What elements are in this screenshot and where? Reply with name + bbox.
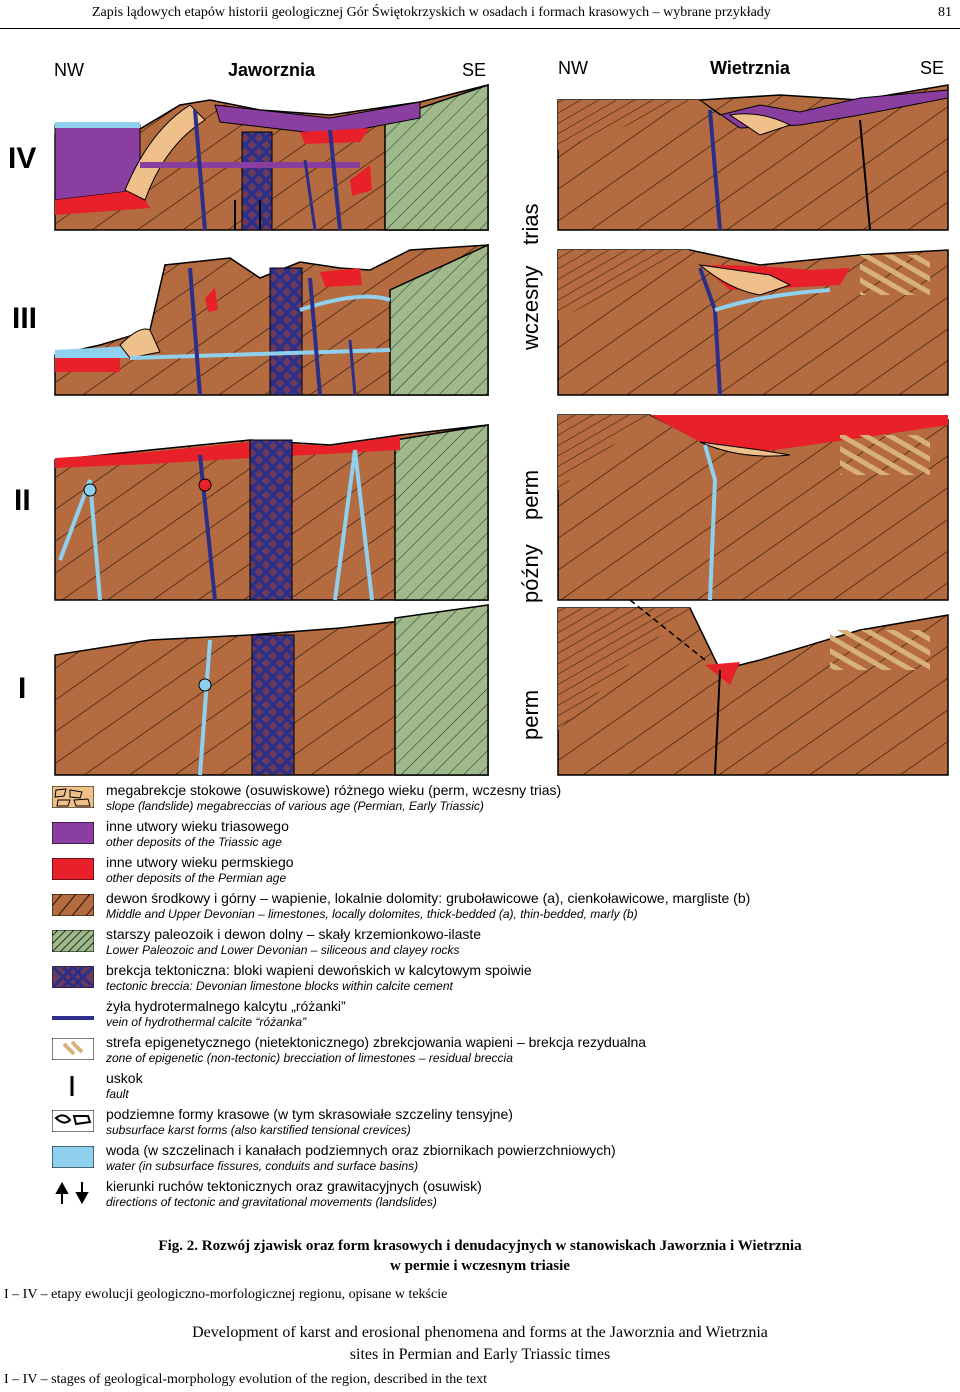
legend-label-en: subsurface karst forms (also karstified … [106, 1123, 411, 1137]
right-nw-label: NW [558, 58, 588, 78]
legend-label-en: other deposits of the Permian age [106, 871, 287, 885]
legend-label-pl: strefa epigenetycznego (nietektonicznego… [106, 1034, 647, 1050]
wietrznia-stage-ii [557, 414, 949, 601]
jaworznia-stage-i [54, 604, 489, 776]
right-site-header: NW Wietrznia SE [558, 58, 944, 78]
karst-forms-swatch [52, 1110, 94, 1132]
period-permian-label: perm [518, 690, 543, 740]
stage-label-ii: II [14, 484, 31, 517]
wietrznia-stage-iv [557, 84, 949, 231]
period-late-label: późny [518, 544, 543, 603]
caption-subnote-en: I – IV – stages of geological-morphology… [4, 1372, 488, 1387]
caption-line-1: Fig. 2. Rozwój zjawisk oraz form krasowy… [158, 1238, 802, 1254]
paleozoic-swatch [52, 930, 94, 952]
legend-label-en: slope (landslide) megabreccias of variou… [106, 799, 484, 813]
legend-label-en: water (in subsurface fissures, conduits … [106, 1159, 419, 1173]
vein-swatch [52, 1016, 94, 1020]
caption-en-line-2: sites in Permian and Early Triassic time… [349, 1346, 611, 1363]
figure-caption: Fig. 2. Rozwój zjawisk oraz form krasowy… [0, 1236, 960, 1276]
legend-label-pl: uskok [106, 1070, 143, 1086]
right-se-label: SE [920, 58, 944, 78]
legend-label-pl: podziemne formy krasowe (w tym skrasowia… [106, 1106, 513, 1122]
legend-label-en: directions of tectonic and gravitational… [106, 1195, 437, 1209]
caption-line-2: w permie i wczesnym triasie [390, 1258, 570, 1274]
jaworznia-stage-iv [54, 83, 489, 231]
legend-label-en: vein of hydrothermal calcite “różanka” [106, 1015, 307, 1029]
legend-label-pl: inne utwory wieku triasowego [106, 818, 289, 834]
up-down-arrows-icon [55, 1182, 89, 1204]
legend-label-pl: kierunki ruchów tektonicznych oraz grawi… [106, 1178, 482, 1194]
period-permian-late-label: perm [518, 470, 543, 520]
jaworznia-stage-iii [54, 243, 489, 396]
right-site-name: Wietrznia [710, 58, 791, 78]
jaworznia-stage-ii [54, 424, 489, 601]
legend-label-pl: dewon środkowy i górny – wapienie, lokal… [106, 890, 751, 906]
caption-en-line-1: Development of karst and erosional pheno… [192, 1324, 768, 1341]
stage-label-i: I [18, 672, 26, 705]
wietrznia-stage-i [557, 599, 949, 776]
legend-label-pl: inne utwory wieku permskiego [106, 854, 294, 870]
fault-swatch [70, 1076, 74, 1096]
legend-label-en: Lower Paleozoic and Lower Devonian – sil… [106, 943, 460, 957]
legend-label-en: fault [106, 1087, 129, 1101]
water-swatch [52, 1146, 94, 1168]
caption-subnote-pl: I – IV – etapy ewolucji geologiczno-morf… [4, 1287, 448, 1302]
left-se-label: SE [462, 60, 486, 80]
legend-label-pl: woda (w szczelinach i kanałach podziemny… [106, 1142, 616, 1158]
legend-label-pl: starszy paleozoik i dewon dolny – skały … [106, 926, 482, 942]
stage-label-iii: III [12, 302, 37, 335]
megabreccia-swatch [52, 786, 94, 808]
permian-swatch [52, 858, 94, 880]
stage-label-iv: IV [8, 142, 36, 175]
left-nw-label: NW [54, 60, 84, 80]
geology-figure: NW Jaworznia SE NW Wietrznia SE IV III I… [0, 40, 960, 1240]
tectonic-breccia-swatch [52, 966, 94, 988]
legend-label-pl: żyła hydrotermalnego kalcytu „różanki” [106, 998, 346, 1014]
running-header: Zapis lądowych etapów historii geologicz… [0, 0, 960, 29]
legend-label-en: other deposits of the Triassic age [106, 835, 282, 849]
residual-breccia-swatch [52, 1038, 94, 1060]
legend-label-pl: brekcja tektoniczna: bloki wapieni dewoń… [106, 962, 532, 978]
wietrznia-stage-iii [557, 249, 949, 396]
devonian-swatch [52, 894, 94, 916]
running-title: Zapis lądowych etapów historii geologicz… [92, 5, 771, 20]
period-early-label: wczesny [518, 266, 543, 351]
left-site-header: NW Jaworznia SE [54, 60, 486, 80]
triassic-swatch [52, 822, 94, 844]
legend-label-en: tectonic breccia: Devonian limestone blo… [106, 979, 453, 993]
figure-caption-english: Development of karst and erosional pheno… [0, 1322, 960, 1366]
left-site-name: Jaworznia [228, 60, 316, 80]
legend-label-pl: megabrekcje stokowe (osuwiskowe) różnego… [106, 782, 562, 798]
legend-label-en: Middle and Upper Devonian – limestones, … [106, 907, 638, 921]
page-number: 81 [938, 5, 952, 20]
legend-label-en: zone of epigenetic (non-tectonic) brecci… [106, 1051, 513, 1065]
period-triassic-label: trias [518, 203, 543, 245]
